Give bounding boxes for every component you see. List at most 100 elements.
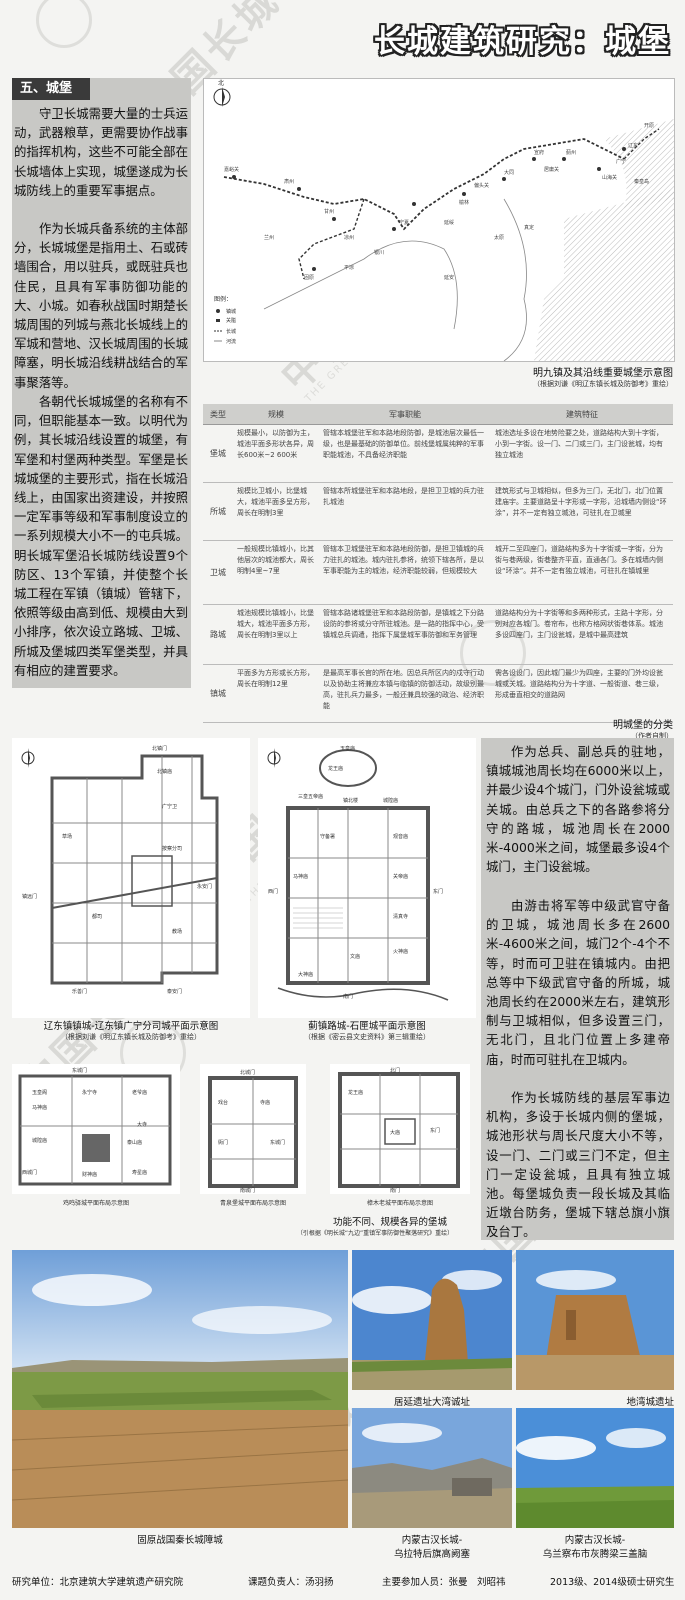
table-cell-military: 管辖本卫城堡驻军和本路地段防御，是担卫镇城的兵力驻扎的城池。城内驻扎参将，统领下…	[319, 540, 491, 605]
plan-label: 北城门	[240, 1069, 255, 1076]
photo-juyan-caption: 居延遗址大湾诚址	[393, 1397, 470, 1408]
map-source: （根据刘谦《明辽东镇长城及防御考》重绘）	[533, 380, 673, 388]
table-caption: 明城堡的分类	[613, 720, 673, 731]
table-cell-features: 需各设设门，因此城门最少为四座，主要的门外均设瓮城或关城。道路结构分为十字道、一…	[491, 664, 673, 723]
photo-huitengliang-image	[516, 1408, 674, 1528]
plan-label: 戏台	[218, 1099, 228, 1106]
table-cell-scale: 规模最小，以防御为主，城池平面多形状各异，周长600米~2 600米	[233, 424, 319, 483]
liaodong-plan: 北镇庙 广宁卫 按察分司 都司 永安门 泰安门 镇远门 北镇门 乐善门 教场 草…	[12, 738, 250, 1018]
legend-item: 河流	[226, 338, 236, 345]
legend-item: 关隘	[226, 317, 236, 324]
map-label: 居庸关	[544, 166, 559, 173]
table-cell-features: 城池选址多设在地势险要之处，道路结构大到十字街，小到一字街。设一门、二门或三门，…	[491, 424, 673, 483]
plan-label: 寺庙	[260, 1099, 270, 1106]
table-header: 建筑特征	[491, 404, 673, 425]
photo-juyan	[352, 1250, 512, 1390]
ming-nine-garrisons-map: 北 图例： 镇城 关隘 长城 河流 嘉峪关 肃州 甘州 凉州 固原 宁夏 榆林 …	[203, 78, 675, 362]
photo-diwan-caption: 地湾城遗址	[626, 1397, 674, 1408]
plan-label: 镇远门	[22, 893, 37, 900]
map-label: 真定	[524, 224, 534, 231]
photo-huitengliang-caption: 内蒙古汉长城- 乌兰察布市灰腾梁三盖脑	[542, 1535, 648, 1560]
plan-label: 财神庙	[82, 1171, 97, 1178]
zhangmu-plan-drawing: 北门 东门 南门 龙王庙 大庙	[338, 1067, 460, 1194]
plan-label: 关帝庙	[393, 873, 408, 880]
table-header: 类型	[203, 404, 233, 425]
left-text-panel	[12, 78, 191, 688]
plan-label: 大庙	[390, 1129, 400, 1136]
photo-guyuan-image	[12, 1250, 348, 1528]
map-label: 延绥	[444, 219, 454, 226]
plan-label: 永宁寺	[82, 1089, 97, 1096]
table-cell-type: 镇城	[203, 664, 233, 723]
plan-label: 泰山庙	[127, 1139, 142, 1146]
liaodong-plan-drawing: 北镇庙 广宁卫 按察分司 都司 永安门 泰安门 镇远门 北镇门 乐善门 教场 草…	[21, 745, 219, 995]
photo-gaoque-image	[352, 1408, 512, 1528]
plan-label: 寿星庙	[132, 1169, 147, 1176]
page-title: 长城建筑研究：城堡	[374, 24, 671, 60]
jizhen-caption: 蓟镇路城-石匣城平面示意图	[308, 1021, 426, 1032]
table-row: 路城 城池规模比镇城小，比堡城大，城池平面多方形，周长在明制3里以上 管辖本路诸…	[203, 604, 673, 665]
plan-label: 衙门	[218, 1139, 228, 1146]
map-label: 大同	[504, 169, 514, 176]
map-label: 平凉	[344, 264, 354, 271]
map-drawing: 北 图例： 镇城 关隘 长城 河流 嘉峪关 肃州 甘州 凉州 固原 宁夏 榆林 …	[204, 79, 674, 362]
footer-unit: 研究单位：北京建筑大学建筑遗产研究院	[12, 1577, 184, 1588]
table-cell-type: 堡城	[203, 424, 233, 483]
plan-label: 龙王庙	[348, 1089, 363, 1096]
qingquan-caption: 青泉堡城平面布局示意图	[219, 1200, 286, 1207]
plan-label: 东门	[430, 1127, 440, 1134]
photo-guyuan	[12, 1250, 348, 1528]
plan-label: 教场	[172, 928, 182, 935]
jiming-caption: 鸡鸣驿城平面布局示意图	[62, 1200, 129, 1207]
map-north-label: 北	[218, 79, 224, 87]
jiming-plan-drawing: 东城门 西城门 玉皇阁 马神庙 永宁寺 老爷庙 寿星庙 泰山庙 大寺 城隍庙 财…	[18, 1067, 172, 1186]
table-cell-military: 是最高军事长官的所在地。因总兵所区内的戍守行动以及协助主将兼应本镇与临镇的防御活…	[319, 664, 491, 723]
plan-label: 东城门	[270, 1139, 285, 1146]
plan-label: 北镇门	[152, 745, 167, 752]
map-label: 嘉峪关	[224, 166, 239, 173]
photo-gaoque-caption: 内蒙古汉长城- 乌拉特后旗高阙塞	[393, 1535, 470, 1560]
legend-item: 镇城	[226, 308, 236, 315]
qingquan-plan: 北城门 南城门 东城门 戏台 衙门 寺庙	[200, 1064, 306, 1194]
plan-label: 守备署	[320, 833, 335, 840]
plan-label: 按察分司	[162, 845, 182, 852]
plan-label: 大神庙	[298, 971, 313, 978]
plan-label: 东门	[433, 888, 443, 895]
map-label: 广宁	[616, 158, 626, 165]
table-cell-type: 卫城	[203, 540, 233, 605]
legend-item: 长城	[226, 328, 236, 335]
table-cell-features: 城开二至四座门，道路结构多为十字街或一字街，分为街与巷两级，街巷整齐平直，直通各…	[491, 540, 673, 605]
jizhen-plan-drawing: 玉皇庙 龙王庙 三皇五帝庙 镇北楼 城隍庙 守备署 文庙 马神庙 西门 南门 东…	[267, 745, 449, 1001]
right-paragraph-1: 作为总兵、副总兵的驻地，镇城城池周长均在6000米以上，并最少设4个城门，门外设…	[486, 744, 670, 875]
plan-label: 镇北楼	[343, 797, 358, 804]
plans-caption: 功能不同、规模各异的堡城	[332, 1217, 447, 1228]
table-source: （作者自制）	[631, 732, 673, 740]
table-header: 军事职能	[319, 404, 491, 425]
section-title: 五、城堡	[12, 78, 90, 100]
plan-label: 玉皇阁	[32, 1089, 47, 1096]
table-cell-scale: 城池规模比镇城小，比堡城大，城池平面多方形，周长在明制3里以上	[233, 604, 319, 665]
table-cell-military: 管辖本所城堡驻军和本路地段，是担卫卫城的兵力驻扎城池	[319, 482, 491, 541]
plan-label: 城隍庙	[383, 797, 398, 804]
table-cell-scale: 一般规模比镇城小，比其他层次的城池都大，周长明制4里~7里	[233, 540, 319, 605]
paragraph-3: 各朝代长城城堡的名称有不同，但职能基本一致。以明代为例，其长城沿线设置的城堡，有…	[14, 394, 188, 678]
liaodong-caption: 辽东镇镇城-辽东镇广宁分司城平面示意图	[43, 1021, 219, 1032]
footer-members: 主要参加人员：张曼 刘昭祎	[382, 1577, 506, 1588]
map-label: 兰州	[264, 234, 274, 241]
table-row: 镇城 平面多为方形或长方形，周长在明制12里 是最高军事长官的所在地。因总兵所区…	[203, 664, 673, 723]
plan-label: 东城门	[72, 1067, 87, 1074]
plan-label: 西城门	[22, 1169, 37, 1176]
plans-source: （引根据《明长城“九边”重镇军事防御性聚落研究》重绘）	[296, 1230, 454, 1237]
plan-label: 火神庙	[393, 948, 408, 955]
table-cell-military: 管辖本路诸城堡驻军和本路段防御，是镇城之下分路设防的参将或分守所驻城池。是一路的…	[319, 604, 491, 665]
table-header-row: 类型 规模 军事职能 建筑特征	[203, 404, 673, 425]
plan-label: 清真寺	[393, 913, 408, 920]
map-label: 肃州	[284, 178, 294, 185]
map-label: 延安	[444, 274, 454, 281]
plan-label: 泰安门	[167, 988, 182, 995]
plan-label: 玉皇庙	[340, 745, 355, 752]
map-label: 榆林	[459, 199, 469, 206]
photo-diwan-image	[516, 1250, 674, 1390]
jizhen-plan: 玉皇庙 龙王庙 三皇五帝庙 镇北楼 城隍庙 守备署 文庙 马神庙 西门 南门 东…	[258, 738, 476, 1018]
watermark-seal	[36, 0, 92, 48]
